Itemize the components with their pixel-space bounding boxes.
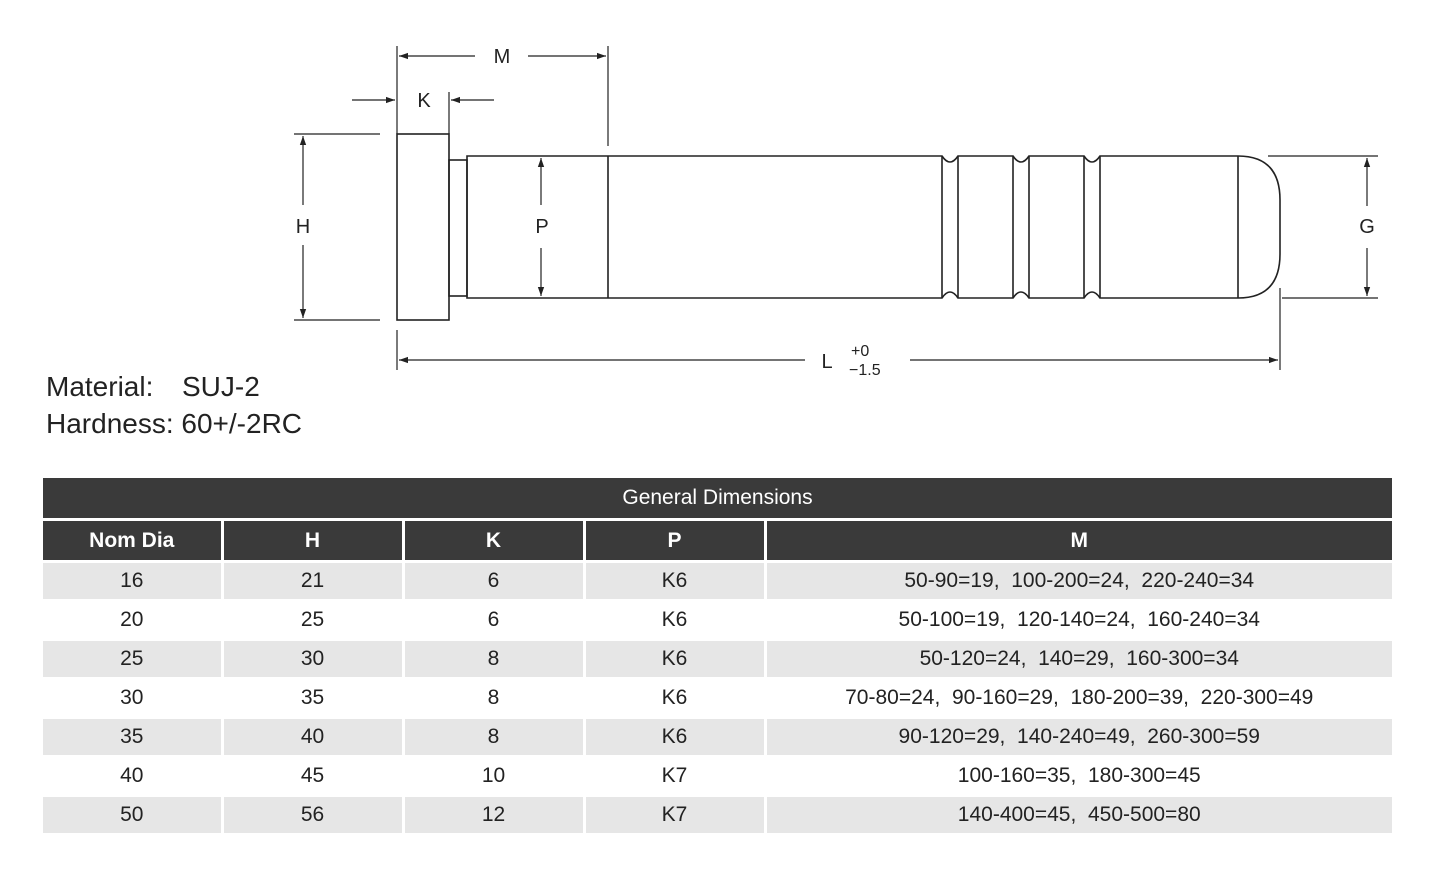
hardness-label: Hardness: xyxy=(46,408,174,439)
dim-g-label: G xyxy=(1359,216,1375,238)
h-cell: 21 xyxy=(220,560,403,601)
h-cell: 45 xyxy=(220,755,403,796)
header-k: K xyxy=(401,519,584,562)
k-cell: 6 xyxy=(401,560,584,601)
header-m: M xyxy=(763,519,1392,562)
tolerance-upper: +0 xyxy=(851,343,869,360)
m-cell: 50-100=19, 120-140=24, 160-240=34 xyxy=(763,599,1392,640)
nom-dia-cell: 16 xyxy=(43,560,222,601)
k-cell: 8 xyxy=(401,638,584,679)
k-cell: 8 xyxy=(401,716,584,757)
header-h: H xyxy=(220,519,403,562)
h-cell: 25 xyxy=(220,599,403,640)
h-cell: 56 xyxy=(220,794,403,833)
k-cell: 8 xyxy=(401,677,584,718)
material-specs: Material: SUJ-2 Hardness: 60+/-2RC xyxy=(46,368,302,442)
m-cell: 50-120=24, 140=29, 160-300=34 xyxy=(763,638,1392,679)
material-value: SUJ-2 xyxy=(182,371,260,402)
pin-body xyxy=(466,155,1281,299)
p-cell: K6 xyxy=(582,599,765,640)
table-title: General Dimensions xyxy=(43,478,1392,521)
header-nom-dia: Nom Dia xyxy=(43,519,222,562)
pin-head xyxy=(396,133,450,321)
hardness-line: Hardness: 60+/-2RC xyxy=(46,405,302,442)
h-cell: 35 xyxy=(220,677,403,718)
dim-k-label: K xyxy=(417,90,431,112)
p-cell: K6 xyxy=(582,560,765,601)
nom-dia-cell: 35 xyxy=(43,716,222,757)
h-cell: 30 xyxy=(220,638,403,679)
dim-m-label: M xyxy=(494,46,511,68)
nom-dia-cell: 25 xyxy=(43,638,222,679)
pin-neck xyxy=(448,159,468,297)
dim-l-label: L xyxy=(821,351,832,373)
k-cell: 6 xyxy=(401,599,584,640)
nom-dia-cell: 50 xyxy=(43,794,222,833)
m-cell: 90-120=29, 140-240=49, 260-300=59 xyxy=(763,716,1392,757)
k-cell: 12 xyxy=(401,794,584,833)
p-cell: K6 xyxy=(582,638,765,679)
header-p: P xyxy=(582,519,765,562)
hardness-value: 60+/-2RC xyxy=(181,408,303,439)
tolerance-lower: −1.5 xyxy=(849,362,881,379)
p-cell: K7 xyxy=(582,755,765,796)
dim-p-label: P xyxy=(535,216,548,238)
m-cell: 50-90=19, 100-200=24, 220-240=34 xyxy=(763,560,1392,601)
p-cell: K6 xyxy=(582,716,765,757)
nom-dia-cell: 20 xyxy=(43,599,222,640)
m-cell: 140-400=45, 450-500=80 xyxy=(763,794,1392,833)
m-cell: 100-160=35, 180-300=45 xyxy=(763,755,1392,796)
nom-dia-cell: 40 xyxy=(43,755,222,796)
dim-h-label: H xyxy=(296,216,310,238)
p-cell: K7 xyxy=(582,794,765,833)
k-cell: 10 xyxy=(401,755,584,796)
pin-technical-drawing: M K H P G L +0 −1.5 xyxy=(294,46,1378,379)
material-label: Material: xyxy=(46,371,154,402)
material-line: Material: SUJ-2 xyxy=(46,368,302,405)
m-cell: 70-80=24, 90-160=29, 180-200=39, 220-300… xyxy=(763,677,1392,718)
p-cell: K6 xyxy=(582,677,765,718)
nom-dia-cell: 30 xyxy=(43,677,222,718)
h-cell: 40 xyxy=(220,716,403,757)
